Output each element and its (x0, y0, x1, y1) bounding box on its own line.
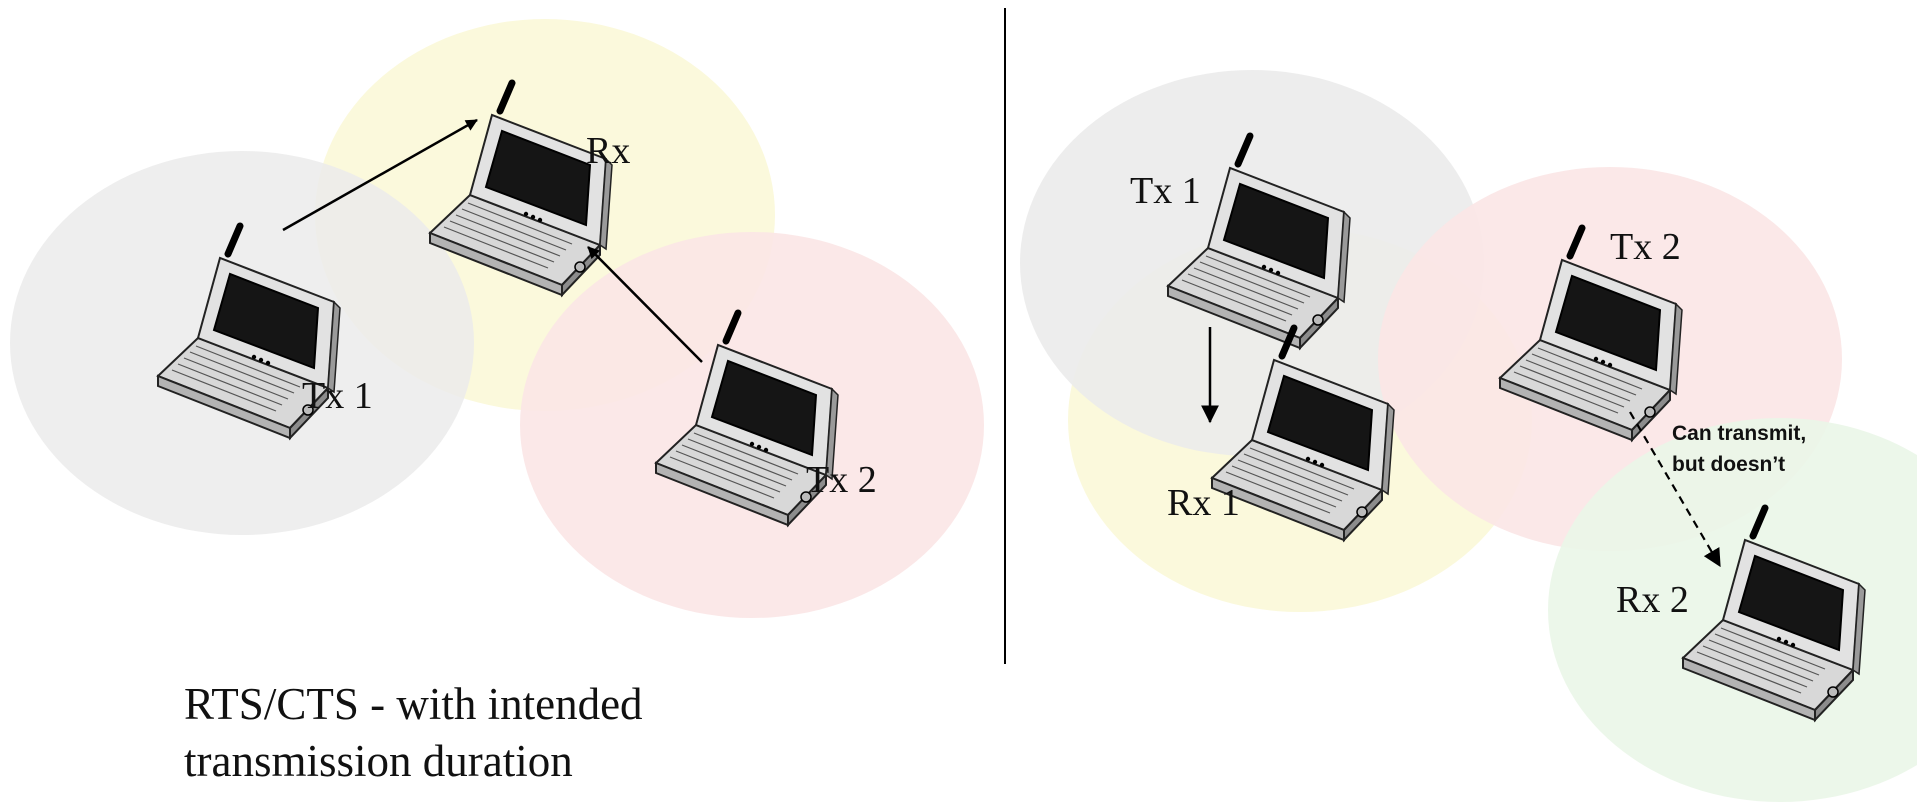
label-rx1: Rx 1 (1167, 482, 1240, 524)
arrow-tx2-to-rx2-dashed (1629, 411, 1721, 568)
note-line-2: but doesn’t (1672, 453, 1785, 476)
label-tx2-right: Tx 2 (1610, 226, 1681, 268)
label-tx1-right: Tx 1 (1130, 170, 1201, 212)
label-rx: Rx (586, 130, 630, 172)
caption: RTS/CTS - with intended transmission dur… (184, 676, 643, 790)
arrow-tx1-to-rx (282, 118, 478, 232)
label-rx2: Rx 2 (1616, 579, 1689, 621)
label-tx2: Tx 2 (806, 459, 877, 501)
note-line-1: Can transmit, (1672, 422, 1806, 445)
caption-line-1: RTS/CTS - with intended (184, 679, 643, 729)
caption-line-2: transmission duration (184, 736, 573, 786)
label-tx1: Tx 1 (302, 375, 373, 417)
arrow-tx2-to-rx (587, 246, 703, 363)
left-range-circles (10, 19, 984, 618)
